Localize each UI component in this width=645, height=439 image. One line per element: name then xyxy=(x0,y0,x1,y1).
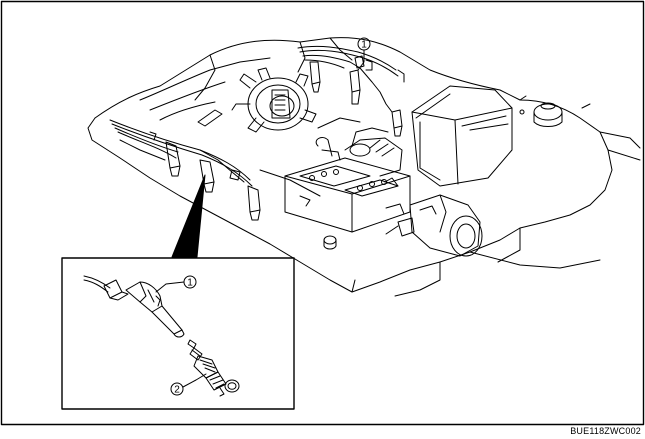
distributor xyxy=(231,67,317,133)
callout-main-1: 1 xyxy=(357,37,371,71)
lower-bolt xyxy=(323,235,337,250)
outer-border xyxy=(0,0,645,426)
spark-plug-wires-left xyxy=(109,119,261,221)
detail-gasket-washer xyxy=(224,379,240,393)
callout-inset-2: 2 xyxy=(170,373,207,396)
callout-main-1-label: 1 xyxy=(361,40,367,51)
air-cleaner-box xyxy=(411,85,513,187)
callout-inset-1: 1 xyxy=(155,275,197,293)
starter-motor xyxy=(385,194,483,257)
battery xyxy=(284,137,411,233)
reservoir-cap xyxy=(519,95,591,127)
detail-pointer xyxy=(171,174,206,258)
detail-spark-plug xyxy=(187,339,227,397)
engine-body xyxy=(87,37,641,297)
detail-spark-plug-wire xyxy=(83,275,185,338)
air-intake-duct xyxy=(317,117,403,177)
spark-plug-wires-top xyxy=(297,45,405,137)
callout-inset-1-label: 1 xyxy=(187,278,193,289)
figure-reference-code: BUE118ZWC002 xyxy=(570,426,641,436)
callout-inset-2-label: 2 xyxy=(174,385,180,396)
